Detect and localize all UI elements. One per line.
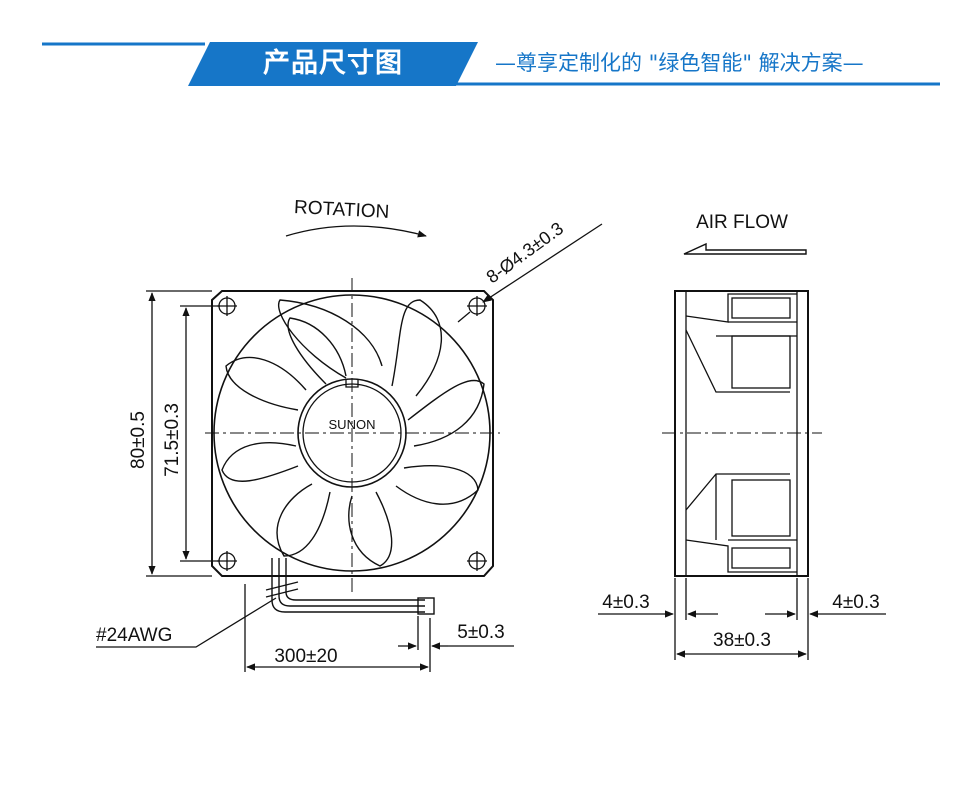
dim-5-label: 5±0.3	[457, 622, 504, 643]
dim-300-label: 300±20	[274, 646, 337, 667]
rotation-arrow	[285, 225, 427, 238]
brand-label: SUNON	[329, 417, 376, 432]
side-blade-top	[685, 293, 797, 393]
airflow-arrow	[683, 242, 807, 255]
hole-callout-shaft	[457, 311, 471, 323]
dim-flange-right-label: 4±0.3	[832, 592, 879, 613]
hole-callout-leader	[482, 223, 603, 303]
wire-gauge-label: #24AWG	[96, 625, 172, 646]
fan-frame	[211, 290, 494, 577]
wire-gauge-leader	[96, 597, 277, 648]
page-title: 产品尺寸图	[263, 48, 403, 79]
fan-blades	[221, 299, 485, 567]
dim-71-label: 71.5±0.3	[162, 403, 183, 477]
side-view	[598, 242, 886, 660]
front-view	[96, 223, 603, 672]
title-tab	[188, 42, 478, 86]
dim-flange-left-label: 4±0.3	[602, 592, 649, 613]
mounting-hole-tr	[467, 296, 487, 316]
mounting-hole-br	[467, 551, 487, 571]
airflow-label: AIR FLOW	[696, 212, 788, 233]
hole-callout-label: 8-Ø4.3±0.3	[483, 218, 568, 287]
dim-80-label: 80±0.5	[128, 411, 149, 469]
page-subtitle: —尊享定制化的 "绿色智能" 解决方案—	[495, 51, 864, 75]
rotation-label: ROTATION	[294, 197, 390, 223]
side-blade-bottom	[685, 473, 797, 573]
lead-wires	[265, 558, 435, 615]
dim-38-label: 38±0.3	[713, 630, 771, 651]
header: 产品尺寸图 —尊享定制化的 "绿色智能" 解决方案—	[0, 0, 980, 100]
